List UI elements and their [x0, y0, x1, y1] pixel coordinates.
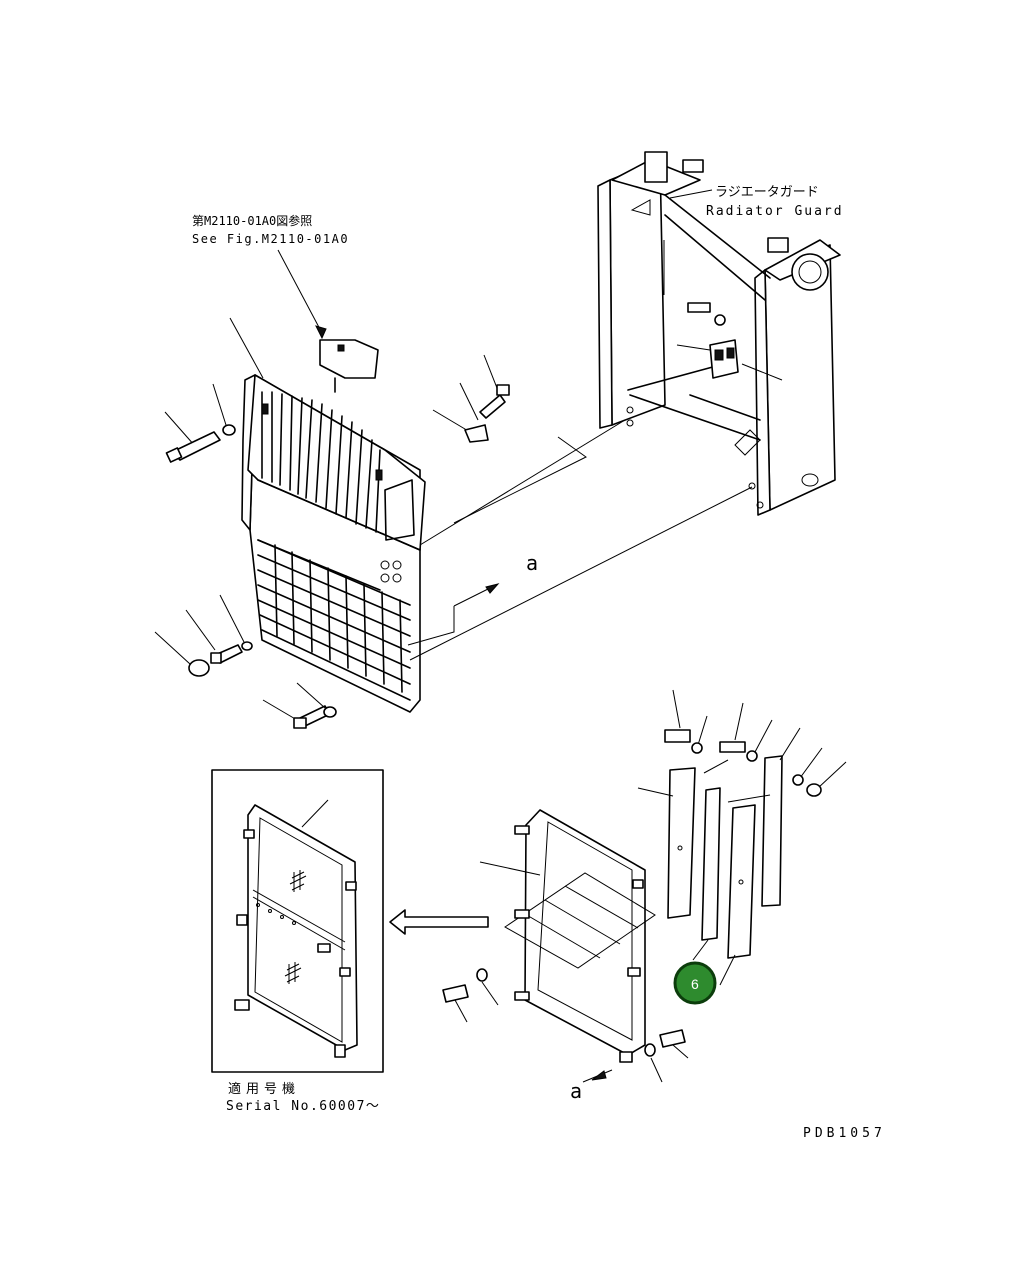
grille-ribs — [261, 391, 381, 533]
callout-6[interactable]: 6 — [673, 961, 717, 1005]
serial-detail-box — [211, 769, 384, 1073]
radiator-guard-frame — [597, 151, 841, 516]
mesh-hatch-bottom — [284, 962, 302, 984]
serial-en: Serial No.60007～ — [226, 1099, 380, 1114]
leader-lines — [407, 240, 783, 661]
grille-mesh — [257, 539, 411, 701]
callout-6-number: 6 — [691, 976, 699, 992]
front-grille — [241, 339, 426, 713]
see-figure-en: See Fig.M2110-01A0 — [192, 232, 349, 246]
drawing-code: PDB1057 — [803, 1126, 886, 1141]
strap-fasteners — [664, 689, 847, 797]
side-straps — [637, 755, 783, 959]
radiator-guard-en: Radiator Guard — [706, 204, 844, 219]
see-figure-label: 第M2110-01A0図参照 See Fig.M2110-01A0 — [192, 213, 349, 340]
mesh-hatch-top — [289, 870, 307, 892]
arrow-a-top: a — [526, 551, 538, 575]
grille-fasteners — [154, 317, 510, 729]
radiator-guard-label: ラジエータガード Radiator Guard — [669, 185, 844, 219]
screen-assembly — [479, 809, 656, 1063]
detail-arrow — [389, 909, 489, 935]
serial-jp: 適用号機 — [228, 1081, 300, 1097]
callout-6-circle — [673, 961, 717, 1005]
arrow-a-bottom: a — [570, 1079, 582, 1103]
radiator-guard-jp: ラジエータガード — [715, 185, 819, 200]
screen-fasteners — [442, 968, 689, 1083]
see-figure-jp: 第M2110-01A0図参照 — [192, 213, 312, 228]
